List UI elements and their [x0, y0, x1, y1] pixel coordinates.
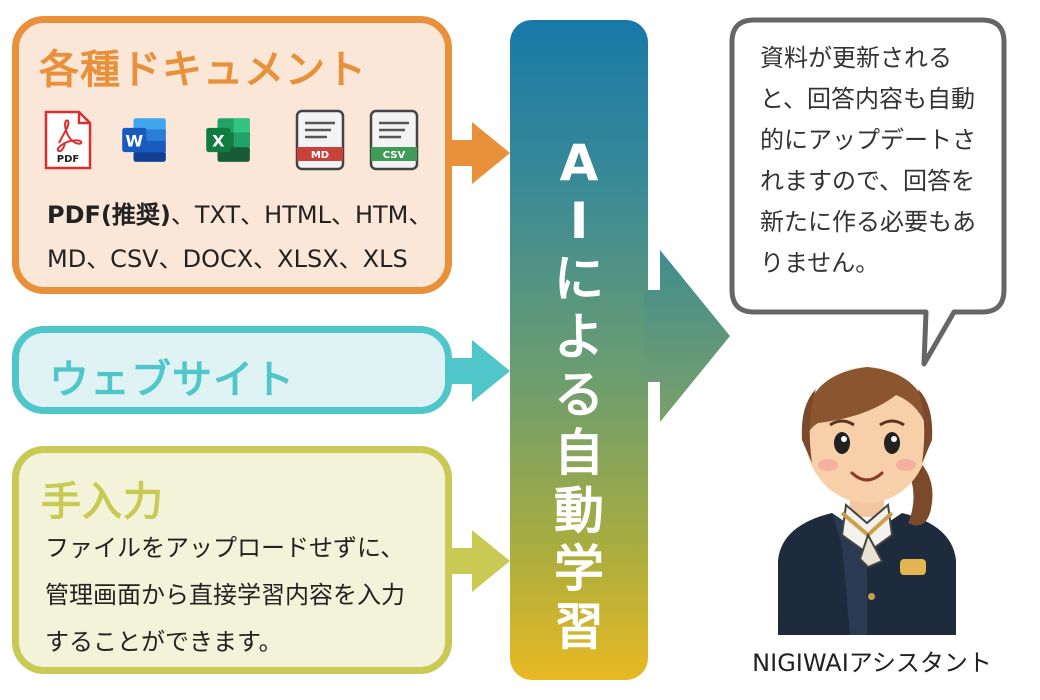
excel-icon-label: X — [212, 131, 225, 150]
documents-title: 各種ドキュメント — [39, 47, 367, 93]
supported-formats: PDF(推奨)、TXT、HTML、HTM、MD、CSV、DOCX、XLSX、XL… — [47, 193, 447, 281]
md-icon-label: MD — [311, 150, 329, 161]
ai-learning-label-char: I — [569, 192, 589, 250]
ai-learning-label-char: る — [554, 366, 604, 424]
other-formats: 、TXT、HTML、HTM、MD、CSV、DOCX、XLSX、XLS — [47, 201, 433, 273]
ai-learning-label-char: 自 — [554, 424, 604, 482]
ai-learning-label-char: 動 — [554, 482, 604, 540]
file-icon-row: PDF W X MD — [43, 109, 433, 171]
manual-input-title: 手入力 — [41, 479, 164, 525]
speech-bubble — [729, 17, 1007, 367]
ai-learning-label-char: 習 — [554, 598, 604, 656]
excel-file-icon: X — [206, 118, 250, 162]
pdf-icon-label: PDF — [57, 154, 79, 165]
assistant-avatar — [778, 367, 956, 635]
ai-learning-label-char: 学 — [554, 540, 604, 598]
word-file-icon: W — [122, 118, 166, 162]
manual-input-box: 手入力 ファイルをアップロードせずに、管理画面から直接学習内容を入力することがで… — [12, 446, 452, 674]
speech-bubble-text: 資料が更新されると、回答内容も自動的にアップデートされますので、回答を新たに作る… — [760, 44, 976, 277]
csv-icon-label: CSV — [383, 150, 406, 161]
ai-learning-label-char: よ — [554, 308, 604, 366]
ai-learning-label-char: に — [554, 250, 604, 308]
assistant-name: NIGIWAIアシスタント — [752, 649, 992, 677]
output-arrow-icon — [644, 250, 730, 422]
pdf-file-icon: PDF — [44, 110, 92, 170]
manual-input-description: ファイルをアップロードせずに、管理画面から直接学習内容を入力することができます。 — [45, 534, 405, 656]
website-title: ウェブサイト — [49, 357, 295, 403]
documents-arrow-icon — [452, 122, 510, 184]
ai-learning-label-char: A — [559, 134, 599, 192]
website-box: ウェブサイト — [12, 326, 452, 414]
csv-file-icon: CSV — [369, 109, 419, 171]
recommended-format: PDF(推奨) — [47, 201, 171, 229]
word-icon-label: W — [125, 131, 143, 150]
manual-input-arrow-icon — [452, 530, 510, 592]
documents-box: 各種ドキュメント PDF W X — [12, 16, 452, 294]
website-arrow-icon — [452, 340, 510, 402]
md-file-icon: MD — [295, 109, 345, 171]
